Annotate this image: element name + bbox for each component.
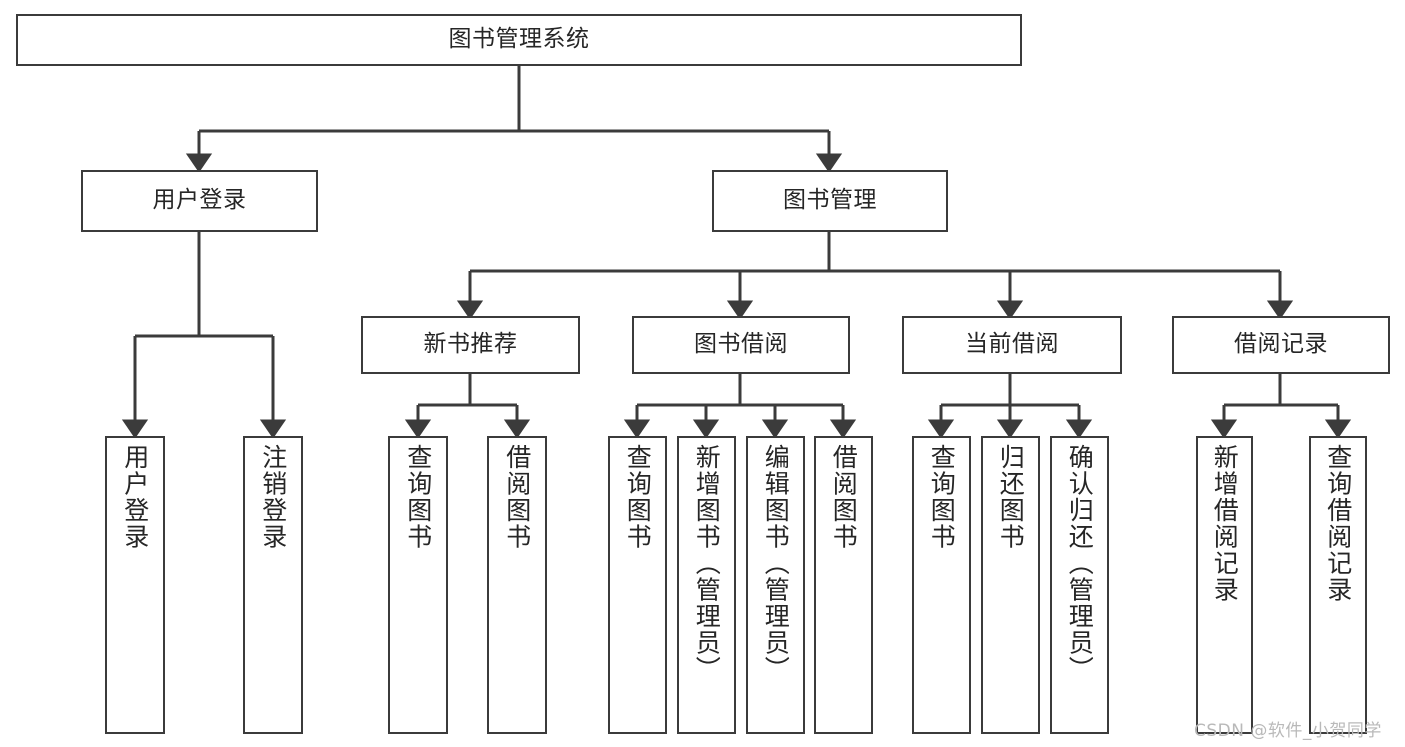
csdn-watermark: CSDN @软件_小贺同学 xyxy=(1194,721,1382,741)
leaf-borrow-book-2[interactable]: 借阅图书 xyxy=(814,436,873,734)
leaf-query-record[interactable]: 查询借阅记录 xyxy=(1309,436,1367,734)
node-new-book-recommend[interactable]: 新书推荐 xyxy=(361,316,580,374)
leaf-borrow-book-1[interactable]: 借阅图书 xyxy=(487,436,547,734)
leaf-logout-login-label: 注销登录 xyxy=(258,444,288,550)
leaf-return-book[interactable]: 归还图书 xyxy=(981,436,1040,734)
leaf-user-login-label: 用户登录 xyxy=(120,444,150,550)
leaf-query-book-2[interactable]: 查询图书 xyxy=(608,436,667,734)
node-root[interactable]: 图书管理系统 xyxy=(16,14,1022,66)
leaf-confirm-return[interactable]: 确认归还（管理员） xyxy=(1050,436,1109,734)
node-book-management-label: 图书管理 xyxy=(783,187,877,214)
leaf-query-book-3[interactable]: 查询图书 xyxy=(912,436,971,734)
node-book-borrow-label: 图书借阅 xyxy=(694,331,788,358)
leaf-borrow-book-2-label: 借阅图书 xyxy=(829,444,859,550)
node-book-borrow[interactable]: 图书借阅 xyxy=(632,316,850,374)
leaf-query-book-1-label: 查询图书 xyxy=(403,444,433,550)
node-root-label: 图书管理系统 xyxy=(448,26,590,53)
leaf-confirm-return-label: 确认归还（管理员） xyxy=(1065,444,1095,683)
leaf-add-record[interactable]: 新增借阅记录 xyxy=(1196,436,1253,734)
node-current-borrow[interactable]: 当前借阅 xyxy=(902,316,1122,374)
leaf-user-login[interactable]: 用户登录 xyxy=(105,436,165,734)
node-borrow-record-label: 借阅记录 xyxy=(1234,331,1328,358)
node-current-borrow-label: 当前借阅 xyxy=(965,331,1059,358)
node-user-login[interactable]: 用户登录 xyxy=(81,170,318,232)
leaf-add-record-label: 新增借阅记录 xyxy=(1210,444,1240,603)
node-user-login-label: 用户登录 xyxy=(152,187,247,214)
node-book-management[interactable]: 图书管理 xyxy=(712,170,948,232)
leaf-edit-book-label: 编辑图书（管理员） xyxy=(761,444,791,683)
leaf-query-record-label: 查询借阅记录 xyxy=(1323,444,1353,603)
leaf-query-book-3-label: 查询图书 xyxy=(927,444,957,550)
leaf-query-book-1[interactable]: 查询图书 xyxy=(388,436,448,734)
leaf-borrow-book-1-label: 借阅图书 xyxy=(502,444,532,550)
leaf-return-book-label: 归还图书 xyxy=(996,444,1026,550)
leaf-add-book[interactable]: 新增图书（管理员） xyxy=(677,436,736,734)
leaf-add-book-label: 新增图书（管理员） xyxy=(692,444,722,683)
leaf-query-book-2-label: 查询图书 xyxy=(623,444,653,550)
leaf-logout-login[interactable]: 注销登录 xyxy=(243,436,303,734)
leaf-edit-book[interactable]: 编辑图书（管理员） xyxy=(746,436,805,734)
node-borrow-record[interactable]: 借阅记录 xyxy=(1172,316,1390,374)
node-new-book-recommend-label: 新书推荐 xyxy=(423,331,518,358)
